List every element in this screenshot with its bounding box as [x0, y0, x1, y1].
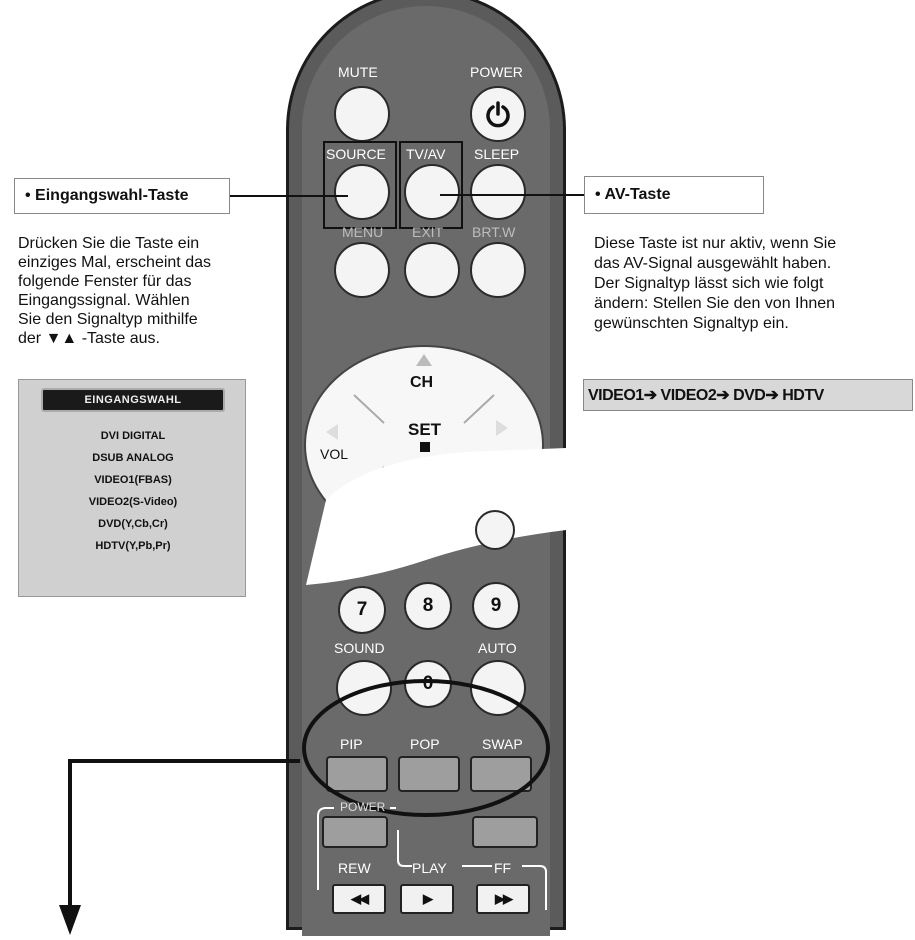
signal-sequence-bar: VIDEO1➔ VIDEO2➔ DVD➔ HDTV — [583, 379, 913, 411]
ff-label: FF — [494, 860, 512, 876]
brt-w-button[interactable] — [470, 242, 526, 298]
left-desc-line: Eingangssignal. Wählen — [18, 292, 190, 309]
av-taste-callout-title: • AV-Taste — [584, 176, 764, 214]
play-button[interactable]: ▶ — [400, 884, 454, 914]
pip-group-ellipse — [302, 679, 550, 817]
auto-button[interactable] — [470, 660, 526, 716]
menu-button[interactable] — [334, 242, 390, 298]
osd-item[interactable]: DVD(Y,Cb,Cr) — [98, 518, 168, 530]
fast-forward-button[interactable]: ▶▶ — [476, 884, 530, 914]
auto-label: AUTO — [478, 640, 517, 656]
right-callout-description: Diese Taste ist nur aktiv, wenn Sie das … — [594, 234, 836, 334]
tv-av-button[interactable] — [404, 164, 460, 220]
ch-up-arrow-icon[interactable] — [416, 354, 432, 366]
left-desc-line: der ▼▲ -Taste aus. — [18, 330, 160, 347]
brt-w-label: BRT.W — [472, 224, 516, 240]
number-7-button[interactable]: 7 — [338, 586, 386, 634]
right-desc-line: Der Signaltyp lässt sich wie folgt — [594, 275, 824, 292]
osd-item-list: DVI DIGITAL DSUB ANALOG VIDEO1(FBAS) VID… — [51, 420, 215, 588]
pop-label: POP — [410, 736, 440, 752]
exit-button[interactable] — [404, 242, 460, 298]
pointer-arrow — [59, 759, 300, 935]
sound-button[interactable] — [336, 660, 392, 716]
vol-left-arrow-icon[interactable] — [326, 424, 338, 440]
osd-item[interactable]: HDTV(Y,Pb,Pr) — [95, 540, 171, 552]
left-callout-connector — [230, 195, 348, 197]
pip-label: PIP — [340, 736, 363, 752]
power2-label: POWER — [340, 800, 386, 814]
pip-button[interactable] — [326, 756, 388, 792]
white-overlay — [306, 448, 566, 585]
left-desc-line: folgende Fenster für das — [18, 273, 192, 290]
right-desc-line: gewünschten Signaltyp ein. — [594, 315, 789, 332]
set-button[interactable] — [420, 442, 430, 452]
eingangswahl-callout-title: • Eingangswahl-Taste — [14, 178, 230, 214]
stop-button[interactable] — [472, 816, 538, 848]
transport-brackets — [317, 807, 547, 910]
play-label: PLAY — [412, 860, 447, 876]
vol-label: VOL — [320, 446, 349, 462]
right-desc-line: das AV-Signal ausgewählt haben. — [594, 255, 832, 272]
sleep-button[interactable] — [470, 164, 526, 220]
left-desc-line: Sie den Signaltyp mithilfe — [18, 311, 198, 328]
osd-item[interactable]: VIDEO1(FBAS) — [94, 474, 172, 486]
eingangswahl-osd-window: EINGANGSWAHL DVI DIGITAL DSUB ANALOG VID… — [18, 379, 246, 597]
left-desc-line: einziges Mal, erscheint das — [18, 254, 211, 271]
left-callout-description: Drücken Sie die Taste ein einziges Mal, … — [18, 234, 211, 348]
mute-button[interactable] — [334, 86, 390, 142]
swap-button[interactable] — [470, 756, 532, 792]
source-button[interactable] — [334, 164, 390, 220]
source-label: SOURCE — [326, 146, 386, 162]
number-9-button[interactable]: 9 — [472, 582, 520, 630]
tv-av-highlight-box — [399, 141, 463, 229]
right-callout-connector — [440, 194, 584, 196]
power-label: POWER — [470, 64, 523, 80]
rew-label: REW — [338, 860, 371, 876]
swap-label: SWAP — [482, 736, 523, 752]
sound-label: SOUND — [334, 640, 385, 656]
osd-item[interactable]: VIDEO2(S-Video) — [88, 496, 178, 508]
osd-item[interactable]: DVI DIGITAL — [100, 430, 166, 442]
osd-item[interactable]: DSUB ANALOG — [92, 452, 174, 464]
power-button[interactable] — [470, 86, 526, 142]
number-8-button[interactable]: 8 — [404, 582, 452, 630]
sleep-label: SLEEP — [474, 146, 520, 162]
set-label: SET — [408, 420, 442, 439]
pop-button[interactable] — [398, 756, 460, 792]
left-desc-line: Drücken Sie die Taste ein — [18, 235, 200, 252]
power2-button[interactable] — [322, 816, 388, 848]
vol-right-arrow-icon[interactable] — [496, 420, 508, 436]
number-6-button-partial[interactable] — [475, 510, 515, 550]
right-desc-line: Diese Taste ist nur aktiv, wenn Sie — [594, 235, 837, 252]
source-highlight-box — [323, 141, 397, 229]
rewind-button[interactable]: ◀◀ — [332, 884, 386, 914]
right-desc-line: ändern: Stellen Sie den von Ihnen — [594, 295, 836, 312]
ch-label: CH — [410, 374, 434, 391]
tv-av-label: TV/AV — [406, 146, 446, 162]
exit-label: EXIT — [412, 224, 444, 240]
menu-label: MENU — [342, 224, 384, 240]
mute-label: MUTE — [338, 64, 378, 80]
osd-title: EINGANGSWAHL — [41, 388, 225, 412]
power-icon — [486, 101, 510, 128]
